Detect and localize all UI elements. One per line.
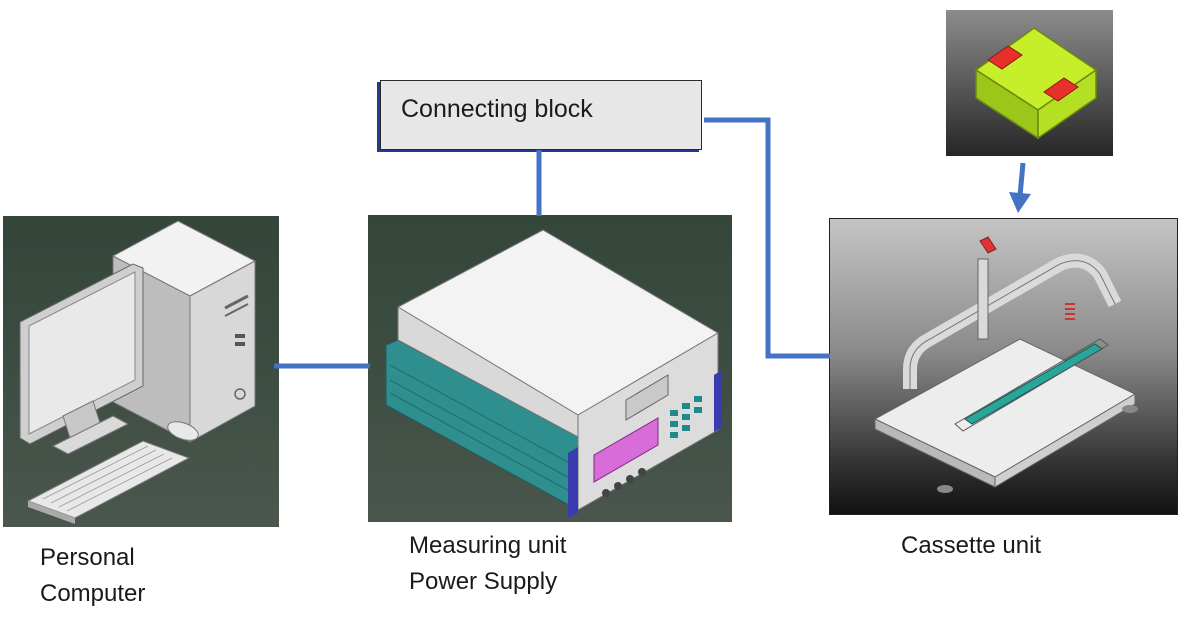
measuring-unit-image: [368, 215, 732, 522]
personal-computer-image: [3, 216, 279, 527]
chip-icon: [974, 27, 1098, 140]
connecting-block-label: Connecting block: [401, 95, 593, 123]
chip-component-image: [946, 10, 1113, 156]
cassette-unit-image: [829, 218, 1178, 515]
caption-line: Measuring unit: [409, 532, 567, 559]
caption-line: Cassette unit: [901, 532, 1042, 559]
chip-to-cassette-arrow-shaft: [1017, 162, 1026, 197]
chip-to-cassette-arrow-head: [1009, 192, 1031, 213]
caption-line: Personal: [40, 544, 135, 571]
connecting-block: Connecting block: [380, 80, 702, 150]
caption-line: Computer: [40, 580, 146, 607]
measuring-instrument-icon: [385, 229, 722, 518]
caption-line: Power Supply: [409, 568, 558, 595]
caption-cassette-unit: Cassette unit: [901, 528, 1041, 564]
caption-personal-computer: Personal Computer: [40, 540, 145, 612]
caption-measuring-unit: Measuring unit Power Supply: [409, 528, 566, 600]
cassette-fixture-icon: [873, 236, 1138, 493]
computer-icon: [19, 220, 257, 524]
